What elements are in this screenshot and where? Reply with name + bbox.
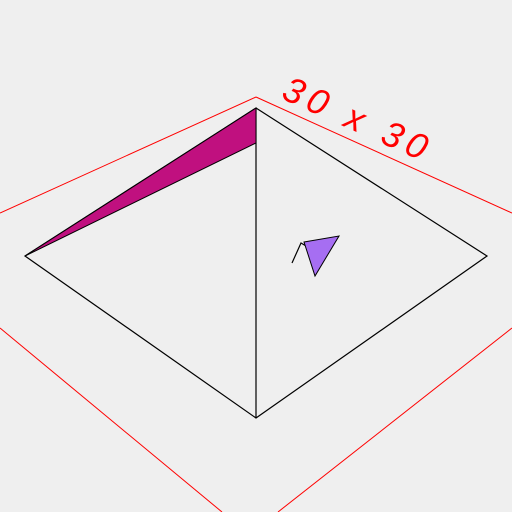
grid-edge-bottom-left — [0, 327, 223, 512]
selection-marker[interactable] — [291, 235, 340, 278]
marker-arrow-icon[interactable] — [303, 235, 340, 278]
grid-edge-top-left — [0, 96, 257, 214]
highlighted-face[interactable] — [24, 107, 257, 257]
pyramid[interactable] — [23, 107, 489, 419]
grid-boundary — [0, 96, 512, 512]
grid-edge-bottom-right — [277, 327, 512, 512]
grid-edge-top-right — [255, 96, 512, 214]
marker-stem — [291, 242, 307, 264]
